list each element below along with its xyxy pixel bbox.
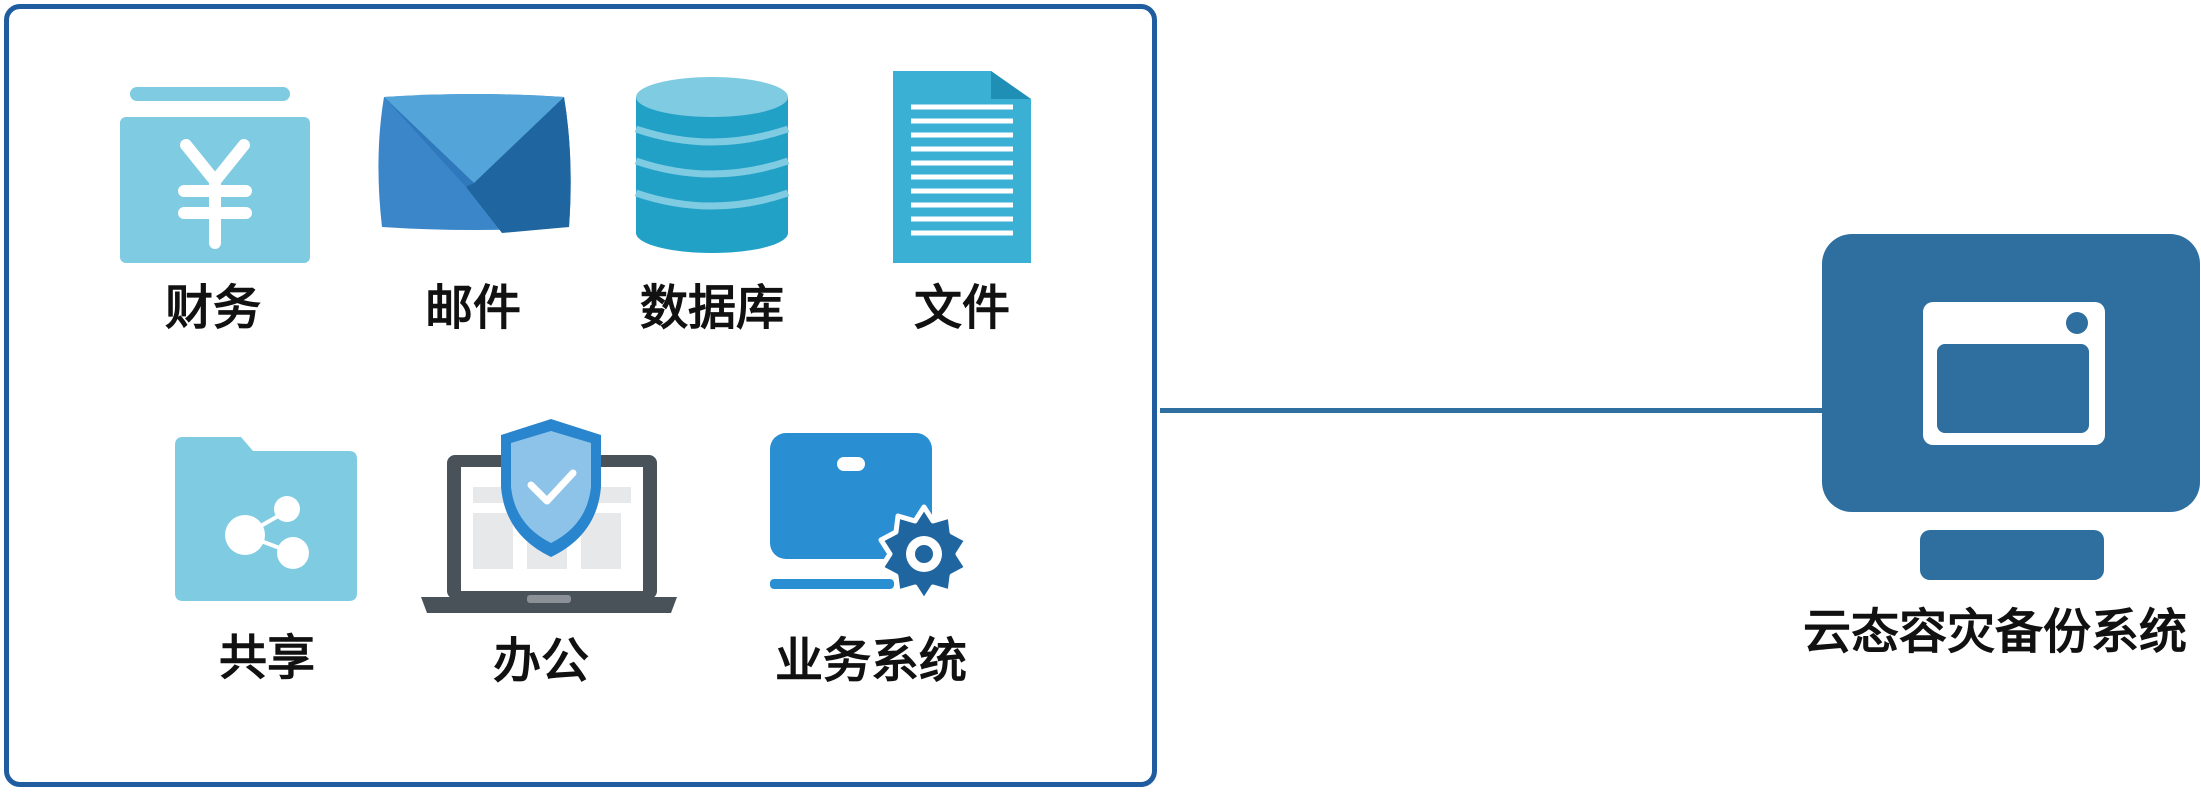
item-label-database: 数据库: [639, 280, 784, 336]
finance-yen-icon: [120, 87, 310, 263]
item-label-share: 共享: [218, 630, 315, 686]
item-label-office: 办公: [492, 633, 589, 689]
item-label-business-system: 业务系统: [774, 633, 967, 689]
business-system-gear-icon: [770, 433, 970, 604]
mail-envelope-icon: [378, 94, 571, 233]
connection-line: [1160, 408, 1822, 413]
item-label-file: 文件: [913, 280, 1010, 336]
target-label: 云态容灾备份系统: [1802, 604, 2187, 660]
item-label-mail: 邮件: [424, 280, 521, 336]
document-icon: [893, 71, 1031, 263]
shared-folder-icon: [175, 437, 357, 601]
item-label-finance: 财务: [164, 280, 261, 336]
backup-server-icon: [1822, 234, 2200, 580]
laptop-shield-icon: [421, 419, 677, 613]
database-icon: [634, 77, 790, 253]
source-systems-panel: 财务 邮件 数据库: [4, 4, 1157, 787]
